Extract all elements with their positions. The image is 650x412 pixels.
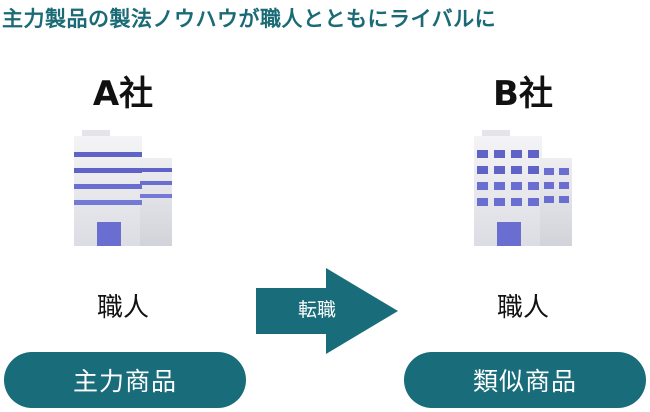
company-b-worker: 職人 [496,293,549,323]
office-building-icon-b [474,130,572,246]
transfer-label: 転職 [297,299,336,321]
company-a-name: A社 [92,74,154,114]
company-a-worker: 職人 [96,293,149,323]
office-building-icon-a [74,130,172,246]
company-b-name: B社 [493,74,553,114]
transfer-arrow-icon [256,268,398,354]
company-b-product: 類似商品 [404,352,646,408]
company-a-product: 主力商品 [4,352,246,408]
diagram-title: 主力製品の製法ノウハウが職人とともにライバルに [2,7,497,31]
